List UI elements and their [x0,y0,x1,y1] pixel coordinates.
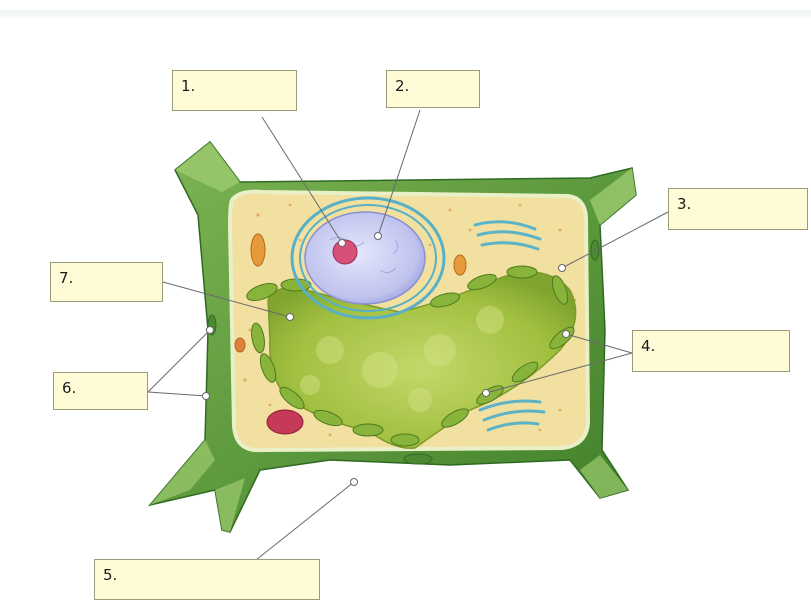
label-box-4[interactable]: 4. [632,330,790,372]
label-number-4: 4. [641,337,655,355]
label-number-1: 1. [181,77,195,95]
pointer-line-5 [256,482,354,560]
label-box-3[interactable]: 3. [668,188,808,230]
label-number-2: 2. [395,77,409,95]
pointer-line-6b [148,392,206,396]
label-box-2[interactable]: 2. [386,70,480,108]
label-number-7: 7. [59,269,73,287]
label-number-5: 5. [103,566,117,584]
pointer-line-6a [148,330,210,392]
label-box-5[interactable]: 5. [94,559,320,600]
label-box-1[interactable]: 1. [172,70,297,111]
label-number-6: 6. [62,379,76,397]
label-number-3: 3. [677,195,691,213]
nucleus [305,212,425,304]
label-box-6[interactable]: 6. [53,372,148,410]
label-box-7[interactable]: 7. [50,262,163,302]
